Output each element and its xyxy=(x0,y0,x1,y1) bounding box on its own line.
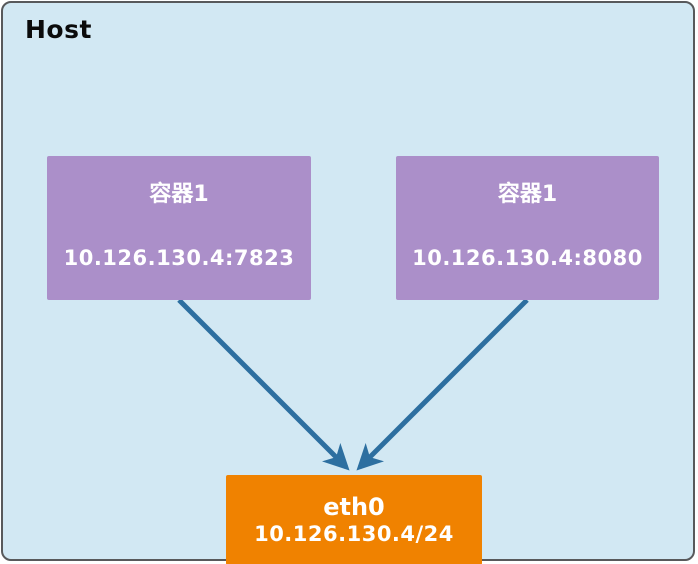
container-box-2: 容器1 10.126.130.4:8080 xyxy=(396,156,659,300)
container-2-address: 10.126.130.4:8080 xyxy=(412,246,643,270)
eth0-interface-box: eth0 10.126.130.4/24 xyxy=(226,475,482,564)
interface-name: eth0 xyxy=(323,492,385,521)
interface-address: 10.126.130.4/24 xyxy=(254,522,454,547)
host-label: Host xyxy=(25,15,92,44)
container-2-title: 容器1 xyxy=(497,182,558,207)
container-1-address: 10.126.130.4:7823 xyxy=(63,246,295,270)
arrow-container1-to-eth0 xyxy=(177,298,350,471)
arrow-container2-to-eth0 xyxy=(356,298,529,471)
container-1-title: 容器1 xyxy=(149,182,209,207)
container-box-1: 容器1 10.126.130.4:7823 xyxy=(47,156,311,300)
